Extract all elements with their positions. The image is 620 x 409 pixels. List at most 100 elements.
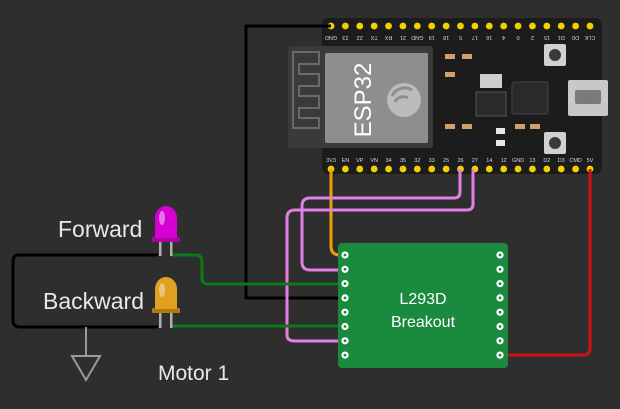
esp32-bottom-pin-label: 26 — [457, 158, 463, 164]
en-button-cap — [549, 137, 561, 149]
esp32-bottom-pin-label: 3V3 — [326, 158, 336, 164]
esp32-top-pin[interactable] — [399, 22, 407, 30]
esp32-top-pin[interactable] — [500, 22, 508, 30]
led-forward[interactable] — [152, 206, 180, 256]
esp32-top-pin[interactable] — [471, 22, 479, 30]
esp32-top-pin-label: GND — [411, 34, 423, 40]
esp32-top-pin[interactable] — [557, 22, 565, 30]
smd-led — [496, 128, 505, 134]
esp32-top-pin-label: 22 — [357, 34, 363, 40]
wire-pink-gpio26[interactable] — [300, 169, 462, 272]
esp32-top-pin[interactable] — [514, 22, 522, 30]
driver-right-pin-hole — [498, 353, 502, 357]
esp32-top-pin[interactable] — [428, 22, 436, 30]
esp32-bottom-pin-label: GND — [512, 158, 524, 164]
esp32-top-pin-label: RX — [384, 34, 392, 40]
regulator — [480, 74, 502, 88]
driver-right-pin-hole — [498, 310, 502, 314]
esp32-bottom-pin-label: 13 — [529, 158, 535, 164]
esp32-bottom-pin[interactable] — [385, 165, 392, 173]
esp32-bottom-pin-label: D2 — [543, 158, 550, 164]
esp32-bottom-pin[interactable] — [356, 165, 364, 173]
smd-part — [462, 54, 472, 59]
esp32-bottom-pin[interactable] — [543, 165, 551, 173]
driver-right-header — [496, 251, 504, 359]
smd-part — [445, 124, 455, 129]
driver-left-pin-hole — [343, 353, 347, 357]
esp32-top-pin-label: 5 — [459, 34, 462, 40]
esp32-top-pin[interactable] — [341, 22, 349, 30]
esp32-top-pin[interactable] — [442, 22, 450, 30]
esp32-top-pin[interactable] — [485, 22, 493, 30]
led-backward-body — [155, 277, 177, 309]
driver-right-pin-hole — [498, 339, 502, 343]
esp32-bottom-pin[interactable] — [370, 165, 378, 173]
led-backward-lead — [159, 308, 162, 328]
usb-chip — [511, 81, 549, 115]
smd-part — [530, 124, 540, 129]
esp32-bottom-pin[interactable] — [413, 165, 421, 173]
led-forward-rim — [152, 237, 180, 242]
shield-can — [325, 53, 428, 143]
esp32-top-pin[interactable] — [457, 22, 464, 30]
led-backward[interactable] — [152, 277, 180, 328]
espressif-logo-icon — [387, 83, 421, 117]
wire-green-forward[interactable] — [172, 253, 345, 286]
esp32-top-pin[interactable] — [529, 22, 536, 30]
esp32-bottom-pin-label: 35 — [400, 158, 406, 164]
wire-orange-3v3[interactable] — [329, 169, 345, 257]
esp32-bottom-pin[interactable] — [572, 165, 580, 173]
esp32-bottom-pin[interactable] — [485, 165, 493, 173]
esp32-top-pin[interactable] — [370, 22, 378, 30]
esp32-bottom-pin-label: CMD — [569, 158, 582, 164]
usb-port-inner — [575, 90, 601, 104]
wire-red-5v[interactable] — [500, 169, 592, 357]
wire-black-cathodes[interactable] — [11, 253, 158, 329]
esp32-bottom-pin[interactable] — [500, 165, 508, 173]
esp32-top-pin[interactable] — [586, 22, 594, 30]
led-forward-lead — [170, 236, 173, 256]
esp32-top-pin-label: GND — [325, 34, 337, 40]
esp32-bottom-pin[interactable] — [341, 165, 349, 173]
esp32-bottom-pin-label: 25 — [443, 158, 449, 164]
esp32-top-pin[interactable] — [413, 22, 421, 30]
ldo-chip — [475, 91, 507, 117]
esp32-bottom-pin[interactable] — [529, 165, 536, 173]
wire-pink-gpio27[interactable] — [285, 169, 475, 343]
driver-right-pin-hole — [498, 325, 502, 328]
esp32-top-pin-label: 4 — [502, 34, 505, 40]
esp32-bottom-pin[interactable] — [557, 165, 565, 173]
esp32-bottom-pin-label: VP — [356, 158, 364, 164]
ground-icon — [70, 355, 102, 382]
esp32-top-pin-label: CLK — [584, 34, 595, 40]
l293d-breakout-board[interactable] — [338, 243, 508, 368]
driver-left-pin-hole — [343, 296, 347, 300]
esp32-top-pin-label: 17 — [472, 34, 478, 40]
esp32-bottom-pin[interactable] — [514, 165, 522, 173]
esp32-bottom-pin[interactable] — [442, 165, 450, 173]
motor-label: Motor 1 — [158, 362, 230, 385]
esp32-bottom-pin[interactable] — [428, 165, 436, 173]
esp32-bottom-pin-label: 33 — [429, 158, 435, 164]
esp32-top-pin[interactable] — [543, 22, 551, 30]
driver-left-pin-hole — [343, 310, 347, 314]
driver-pcb — [338, 243, 508, 368]
smd-part — [462, 124, 472, 129]
esp32-top-pin-label: TX — [370, 34, 377, 40]
driver-left-pin-hole — [343, 253, 347, 257]
driver-right-pin-hole — [498, 282, 502, 285]
esp32-bottom-pin-label: EN — [342, 158, 350, 164]
esp32-top-pin[interactable] — [356, 22, 364, 30]
driver-left-pin-hole — [343, 339, 347, 343]
esp32-top-pin[interactable] — [572, 22, 580, 30]
esp32-top-pin[interactable] — [385, 22, 392, 30]
wire-black-gnd[interactable] — [244, 24, 343, 300]
esp32-top-pin-label: 2 — [531, 34, 534, 40]
led-backward-highlight — [159, 283, 165, 297]
led-backward-rim — [152, 308, 180, 313]
esp32-bottom-pin[interactable] — [399, 165, 407, 173]
esp32-top-pin-label: 16 — [486, 34, 492, 40]
